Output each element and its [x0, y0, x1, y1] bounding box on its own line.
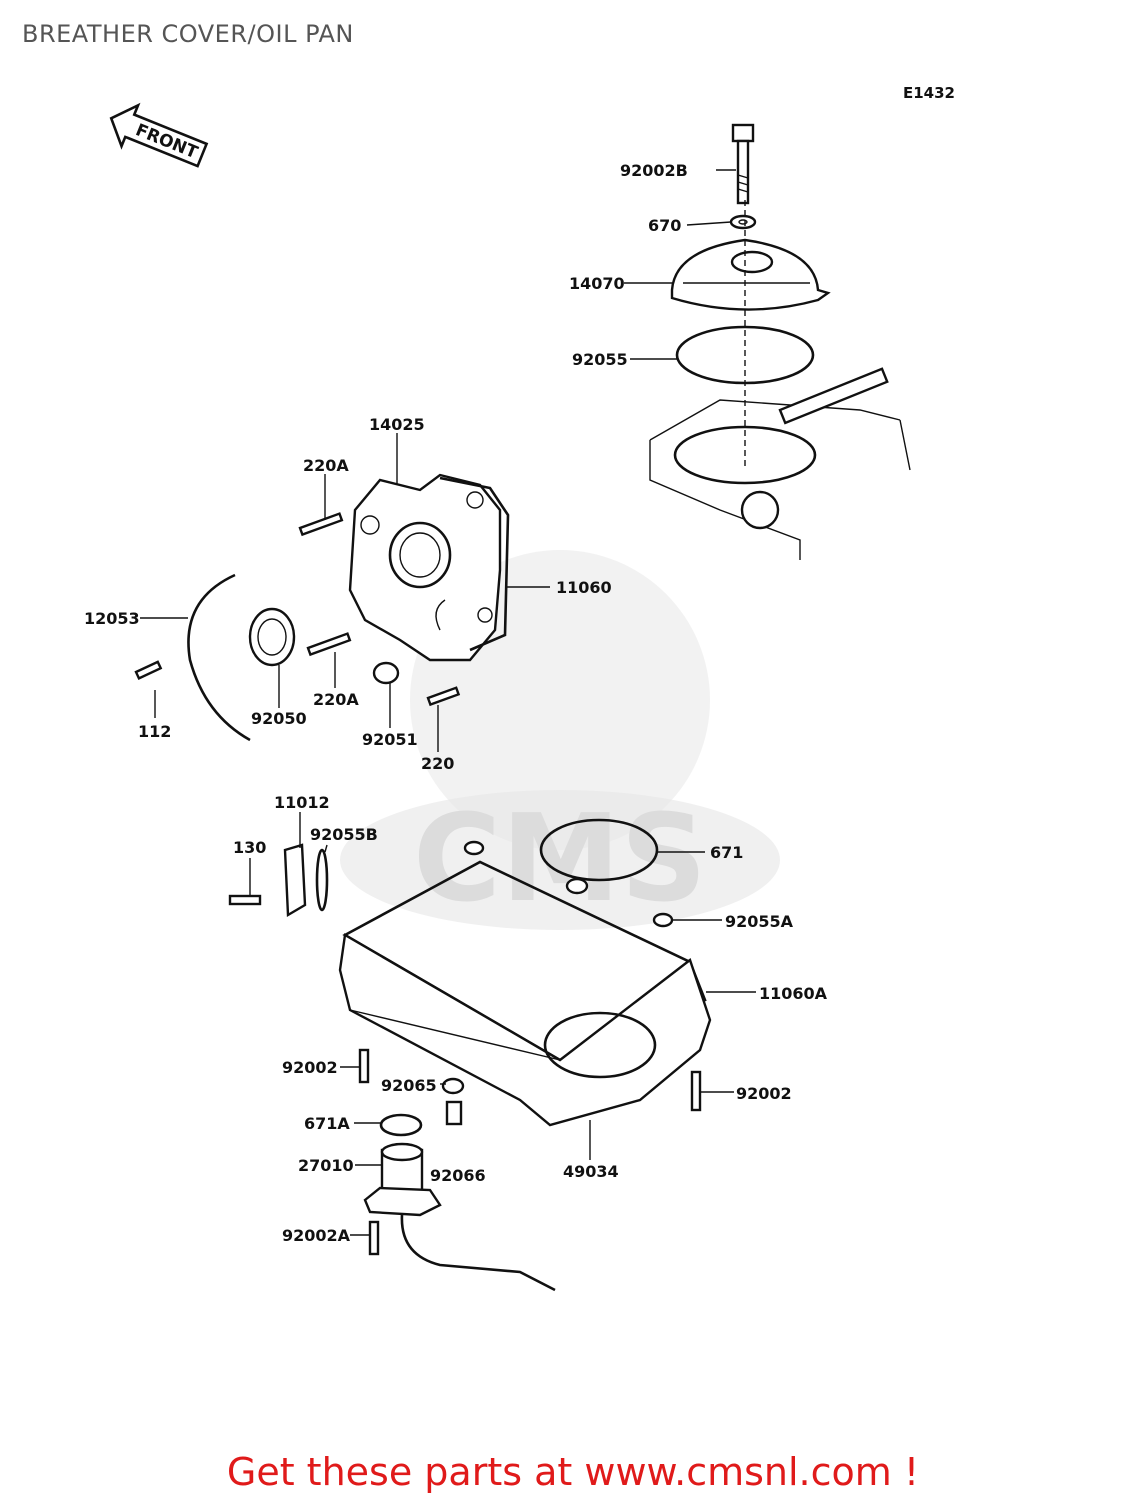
- oring-671: [539, 818, 659, 882]
- diagram-code: E1432: [903, 84, 955, 102]
- label-14070: 14070: [569, 274, 625, 293]
- plug-top: [463, 840, 589, 895]
- label-11060: 11060: [556, 578, 612, 597]
- label-14025: 14025: [369, 415, 425, 434]
- bolt-130: [228, 894, 262, 906]
- breather-bolt: [731, 123, 755, 205]
- oring-92055B: [315, 848, 329, 912]
- oil-pan-49034: [338, 933, 712, 1127]
- label-671: 671: [710, 843, 743, 862]
- oring-671A: [379, 1113, 423, 1137]
- part-labels: 92002B 670 14070 92055 14025 220A 11060 …: [84, 161, 828, 1245]
- label-92055B: 92055B: [310, 825, 378, 844]
- label-92066: 92066: [430, 1166, 486, 1185]
- label-92055A: 92055A: [725, 912, 794, 931]
- label-670: 670: [648, 216, 681, 235]
- label-92002A: 92002A: [282, 1226, 351, 1245]
- breather-cover-14070: [670, 238, 831, 311]
- label-92051: 92051: [362, 730, 418, 749]
- side-cover-14025: [348, 473, 502, 662]
- bolt-92002-right: [690, 1070, 702, 1112]
- washer-670: [729, 214, 757, 230]
- plate-11012: [283, 843, 307, 918]
- oil-seal-92050: [248, 607, 296, 667]
- label-92050: 92050: [251, 709, 307, 728]
- label-220: 220: [421, 754, 454, 773]
- watermark-text: CMS: [413, 790, 707, 929]
- bolt-92002A: [368, 1220, 380, 1256]
- label-92055: 92055: [572, 350, 628, 369]
- label-112: 112: [138, 722, 171, 741]
- promo-link[interactable]: Get these parts at www.cmsnl.com !: [226, 1450, 920, 1494]
- leader-lines: [140, 169, 756, 1236]
- bolt-220: [426, 686, 461, 707]
- label-92065: 92065: [381, 1076, 437, 1095]
- bolt-92002-left: [358, 1048, 370, 1084]
- switch-27010: [363, 1142, 556, 1292]
- label-92002B: 92002B: [620, 161, 688, 180]
- page-title: BREATHER COVER/OIL PAN: [22, 20, 354, 48]
- gasket-11060: [439, 476, 510, 652]
- washer-92065: [441, 1077, 465, 1095]
- label-92002-right: 92002: [736, 1084, 792, 1103]
- label-130: 130: [233, 838, 266, 857]
- front-arrow-icon: FRONT: [109, 102, 209, 168]
- label-92002-left: 92002: [282, 1058, 338, 1077]
- label-49034: 49034: [563, 1162, 619, 1181]
- plug-92055A: [652, 912, 674, 928]
- label-12053: 12053: [84, 609, 140, 628]
- label-11012: 11012: [274, 793, 330, 812]
- guide-12053: [187, 573, 251, 742]
- crankcase-partial: [649, 367, 911, 560]
- plug-92066: [445, 1100, 463, 1126]
- bolt-220A-top: [298, 512, 344, 537]
- label-27010: 27010: [298, 1156, 354, 1175]
- label-671A: 671A: [304, 1114, 350, 1133]
- bolt-112: [134, 660, 163, 680]
- label-220A-top: 220A: [303, 456, 349, 475]
- label-11060A: 11060A: [759, 984, 828, 1003]
- cap-92051: [372, 661, 400, 685]
- label-220A-mid: 220A: [313, 690, 359, 709]
- bolt-220A-mid: [306, 632, 352, 657]
